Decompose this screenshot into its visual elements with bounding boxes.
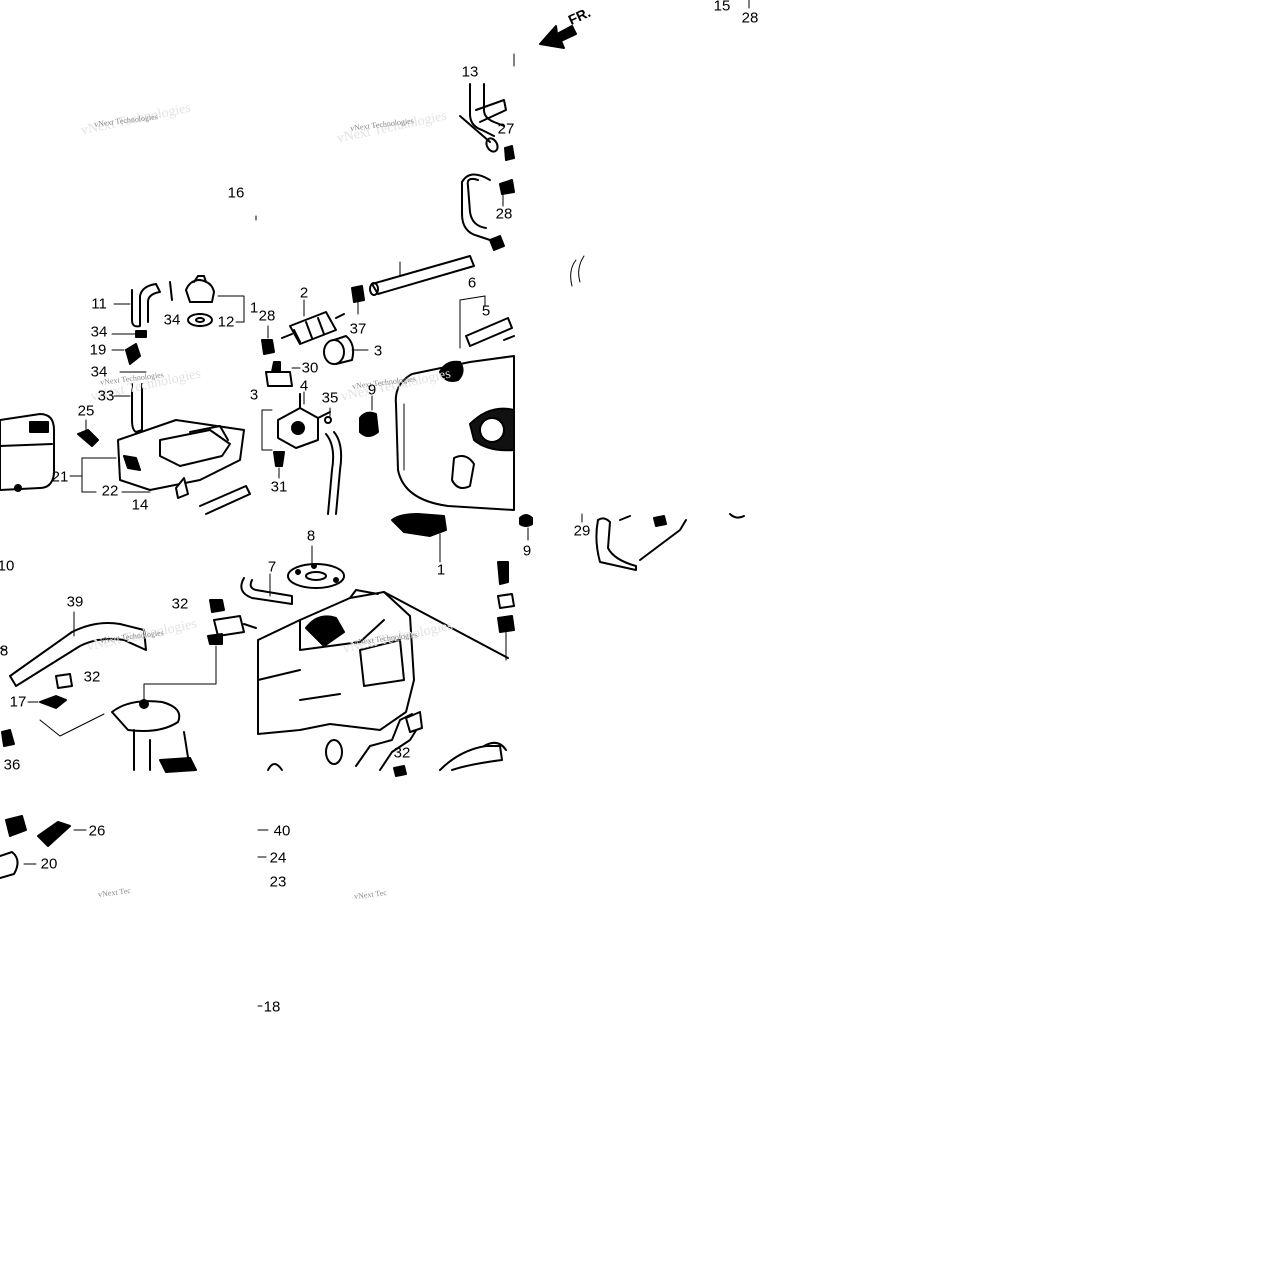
callout-number: 27	[497, 120, 515, 138]
callout-number: 10	[0, 557, 15, 575]
callout-number: 34	[90, 363, 108, 381]
callout-number: 32	[171, 595, 189, 613]
callout-number: 3	[249, 386, 259, 404]
callout-number: 15	[713, 0, 731, 15]
callout-number: 21	[51, 468, 69, 486]
callout-number: 9	[522, 542, 532, 560]
callout-number: 1	[249, 299, 259, 317]
callout-number: 13	[461, 63, 479, 81]
part-7-hose	[240, 577, 293, 605]
callout-number: 11	[91, 295, 107, 313]
callout-number: 37	[349, 320, 367, 338]
callout-number: 20	[40, 855, 58, 873]
callout-number: 30	[301, 359, 319, 377]
callout-number: 2	[299, 284, 309, 302]
callout-number: 34	[90, 323, 108, 341]
part-11-hose	[131, 283, 161, 328]
callout-number: 32	[83, 668, 101, 686]
callout-number: 28	[495, 205, 513, 223]
callout-number: 22	[101, 482, 119, 500]
part-33-hose	[131, 383, 143, 433]
callout-number: 28	[258, 307, 276, 325]
callout-number: 9	[367, 381, 377, 399]
callout-number: 33	[97, 387, 115, 405]
part-29-bracket	[595, 517, 637, 571]
callout-number: 28	[741, 9, 759, 27]
part-3-grommet	[323, 339, 345, 365]
callout-number: 29	[573, 522, 591, 540]
callout-number: 8	[0, 642, 9, 660]
callout-number: 3	[373, 342, 383, 360]
fuel-tank-upper	[394, 355, 515, 511]
callout-number: 12	[217, 313, 235, 331]
callout-number: 39	[66, 593, 84, 611]
callout-number: 17	[9, 693, 27, 711]
part-12-cap	[185, 279, 215, 303]
callout-number: 25	[77, 402, 95, 420]
front-direction-arrow-icon	[539, 25, 577, 49]
callout-number: 40	[273, 822, 291, 840]
fuel-sender-unit	[111, 700, 181, 732]
part-39-hose	[9, 622, 147, 687]
callout-number: 32	[393, 744, 411, 762]
callout-number: 34	[163, 311, 181, 329]
callout-number: 4	[299, 377, 309, 395]
callout-number: 6	[467, 274, 477, 292]
callout-number: 19	[89, 341, 107, 359]
callout-number: 18	[263, 998, 281, 1016]
callout-number: 24	[269, 849, 287, 867]
part-27-clamp	[504, 145, 515, 161]
part-5-rod	[465, 317, 513, 347]
part-1-pump	[391, 513, 447, 537]
callout-number: 23	[269, 873, 287, 891]
callout-number: 16	[227, 184, 245, 202]
callout-number: 31	[270, 478, 288, 496]
part-2-fuel-filter	[289, 311, 337, 345]
callout-number: 36	[3, 756, 21, 774]
long-fuel-hose	[371, 255, 475, 295]
callout-number: 5	[481, 302, 491, 320]
callout-number: 8	[306, 527, 316, 545]
part-13-elbow-hose	[459, 83, 505, 143]
hose-28	[461, 173, 491, 241]
callout-number: 14	[131, 496, 149, 514]
callout-number: 35	[321, 389, 339, 407]
callout-number: 7	[267, 558, 277, 576]
callout-number: 26	[88, 822, 106, 840]
callout-number: 1	[436, 561, 446, 579]
